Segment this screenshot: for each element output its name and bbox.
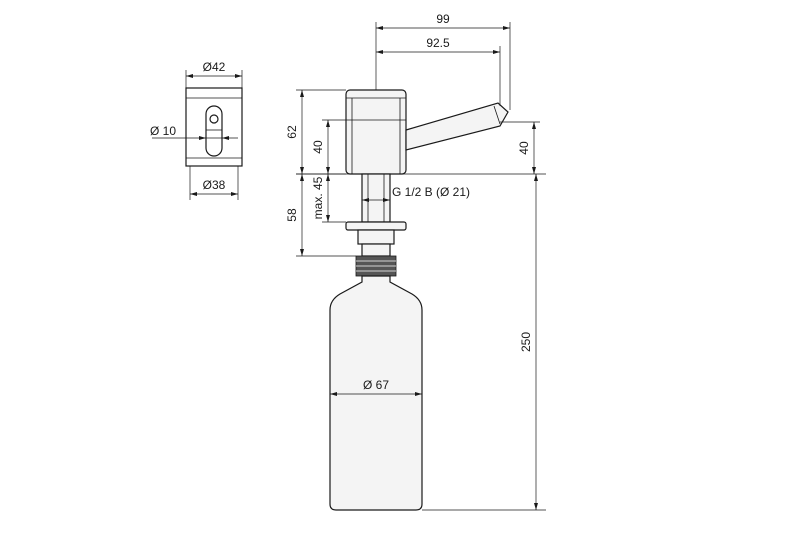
dim-max-counter-thickness: max. 45 [311,176,325,219]
adapter-collar [361,243,391,257]
dispenser-head [345,89,407,175]
dim-bottle-height: 250 [519,332,533,352]
side-view-dimensions: 99 92.5 62 40 40 max. 45 [285,12,546,511]
soap-bottle [329,275,423,511]
dim-shank-length: 58 [285,208,299,222]
side-view [329,89,509,511]
dim-head-height: 40 [311,140,325,154]
mounting-nut [357,229,395,245]
top-view: Ø42 Ø 10 Ø38 [150,60,243,200]
dim-spout-axis-reach: 92.5 [426,36,450,50]
dim-spout-total-reach: 99 [436,12,450,26]
dim-top-inner-diameter: Ø38 [203,178,226,192]
threaded-shank [361,173,391,223]
dim-top-outer-diameter: Ø42 [203,60,226,74]
push-button-slot [205,105,223,157]
dim-spout-height: 40 [517,141,531,155]
dim-button-diameter: Ø 10 [150,124,176,138]
dispenser-spout [405,102,509,151]
mounting-flange [345,221,407,231]
dim-shank-thread: G 1/2 B (Ø 21) [392,185,470,199]
dim-bottle-diameter: Ø 67 [363,378,389,392]
push-button-dot [209,114,219,124]
top-view-body [185,87,243,167]
dim-head-height-total: 62 [285,125,299,139]
